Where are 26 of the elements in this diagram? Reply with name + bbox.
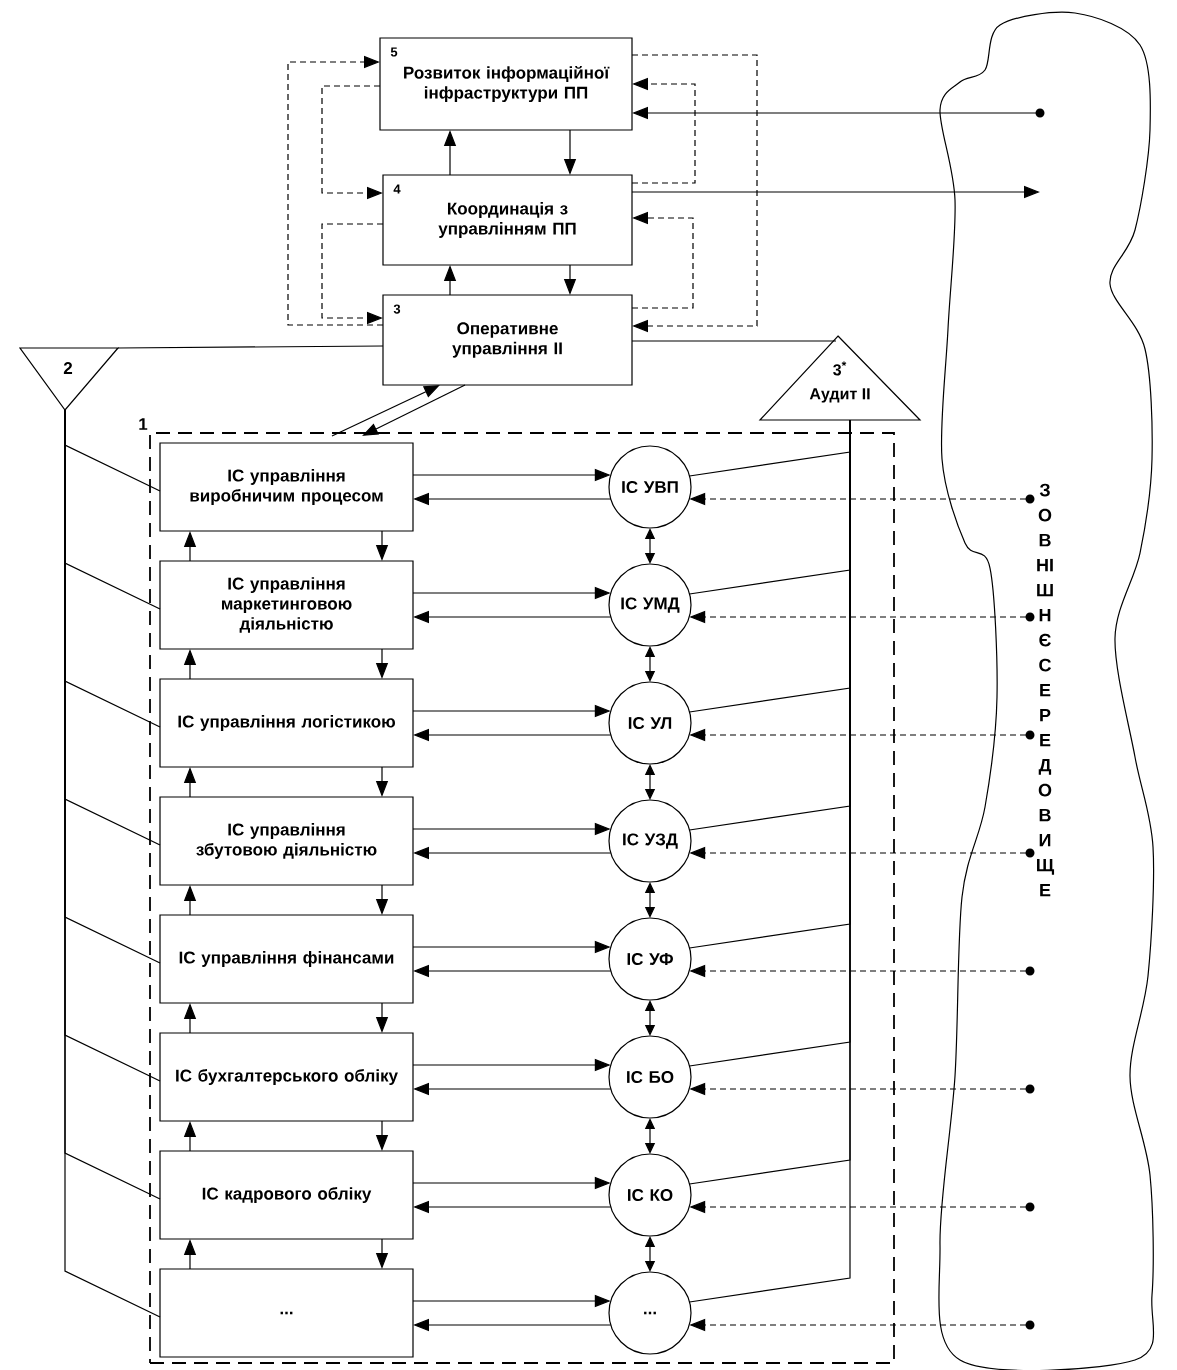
process-box: Оперативне управління ІІ 3 <box>382 294 633 386</box>
double-arrow <box>644 764 656 800</box>
process-box: ... <box>159 1268 414 1358</box>
process-box: Координація з управлінням ПП 4 <box>382 174 633 266</box>
process-box: ІС управління фінансами <box>159 914 414 1004</box>
process-box: ІС бухгалтерського обліку <box>159 1032 414 1122</box>
node-label: 1 <box>139 418 148 430</box>
double-arrow <box>644 882 656 918</box>
double-arrow <box>644 1118 656 1154</box>
environment-outline: ЗОВНІШНЄ СЕРЕДОВИЩЕ <box>938 11 1155 1370</box>
process-box: ІС управління виробничим процесом <box>159 442 414 532</box>
double-arrow <box>644 1000 656 1036</box>
process-box: ІС управління збутовою діяльністю <box>159 796 414 886</box>
process-box: ІС управління логістикою <box>159 678 414 768</box>
double-arrow <box>644 1236 656 1272</box>
process-box: Розвиток інформаційної інфраструктури ПП 5 <box>379 37 633 131</box>
process-box: ІС кадрового обліку <box>159 1150 414 1240</box>
dashed-arrow <box>631 54 758 333</box>
connector-line <box>631 340 837 342</box>
double-arrow <box>644 528 656 564</box>
arrow <box>331 385 440 437</box>
arrow <box>362 384 466 436</box>
process-box: ІС управління маркетинговою діяльністю <box>159 560 414 650</box>
double-arrow <box>644 646 656 682</box>
dashed-arrow <box>287 55 384 326</box>
connector-line <box>117 345 384 349</box>
